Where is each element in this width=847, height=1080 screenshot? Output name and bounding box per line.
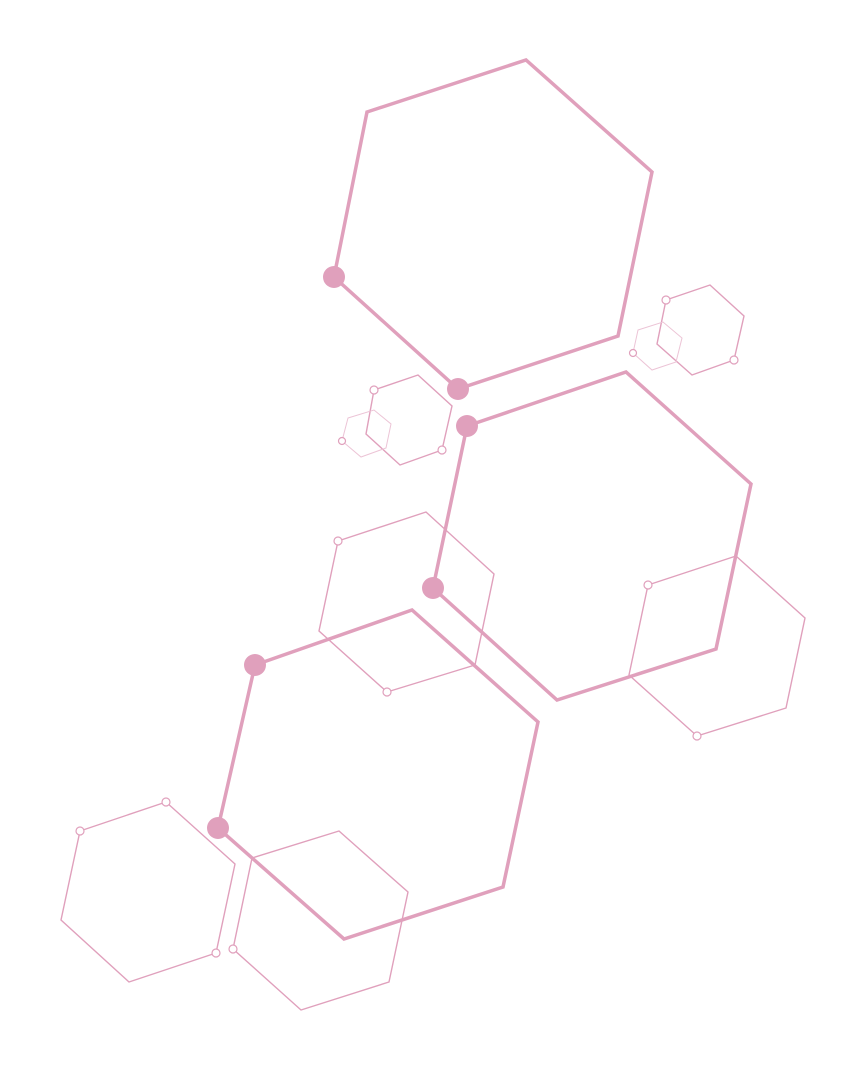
big-node	[244, 654, 266, 676]
big-node	[447, 378, 469, 400]
big-node	[422, 577, 444, 599]
small-node	[643, 580, 653, 590]
small-node	[75, 826, 85, 836]
small-node	[382, 687, 392, 697]
thin-hexagon-mid-left	[318, 511, 495, 693]
thin-hexagon-group	[60, 284, 806, 1011]
large-hexagon-top	[332, 58, 654, 391]
thick-hexagon-group	[216, 58, 753, 941]
small-node	[729, 355, 739, 365]
small-node-group	[75, 295, 739, 958]
big-node	[207, 817, 229, 839]
small-node	[628, 348, 638, 358]
big-node	[456, 415, 478, 437]
tiny-hexagon-upper-right-faint	[632, 321, 683, 371]
small-node	[692, 731, 702, 741]
big-node-group	[207, 266, 478, 839]
large-hexagon-middle	[431, 370, 753, 702]
large-hexagon-bottom	[216, 608, 540, 941]
small-node	[333, 536, 343, 546]
small-node	[211, 948, 221, 958]
small-node	[437, 445, 447, 455]
small-node	[228, 944, 238, 954]
small-node	[337, 436, 347, 446]
small-node	[161, 797, 171, 807]
small-node	[661, 295, 671, 305]
small-node	[369, 385, 379, 395]
big-node	[323, 266, 345, 288]
